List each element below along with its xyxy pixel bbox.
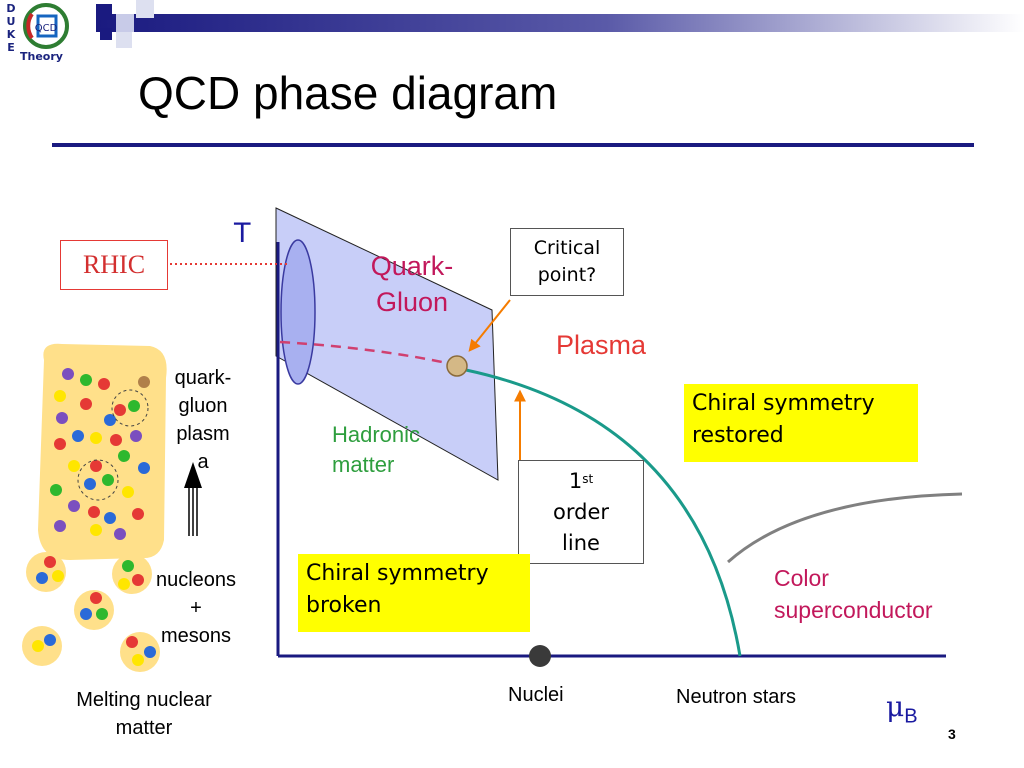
rhic-band (275, 207, 499, 481)
up-arrow-icon (184, 462, 202, 536)
first-order-line-label: 1st order line (518, 460, 644, 564)
critical-pointer-arrow (468, 299, 511, 352)
plasma-label: Plasma (556, 330, 647, 360)
title-divider (52, 143, 974, 147)
x-axis-label: μB (886, 690, 918, 728)
superconductor-line (727, 492, 963, 564)
logo-icon: QCD (23, 3, 69, 49)
quark-gluon-label: Quark-Gluon (370, 251, 454, 317)
nucleons-mesons-label: nucleons+mesons (155, 569, 237, 647)
quark-particles (32, 368, 156, 666)
rhic-label: RHIC (60, 240, 168, 290)
first-order-line (465, 368, 742, 657)
rhic-ellipse (280, 239, 316, 385)
crossover-line (279, 340, 457, 367)
logo-word: Theory (20, 50, 63, 63)
critical-point-marker (446, 355, 468, 377)
page-title: QCD phase diagram (138, 67, 558, 119)
header-decoration (96, 0, 1024, 48)
neutron-stars-label: Neutron stars (676, 686, 797, 708)
nuclei-label: Nuclei (508, 684, 564, 706)
y-axis-label: T (234, 218, 251, 249)
page-number: 3 (948, 726, 956, 742)
logo-mark: QCD (35, 23, 58, 34)
nuclei-marker (529, 645, 551, 667)
